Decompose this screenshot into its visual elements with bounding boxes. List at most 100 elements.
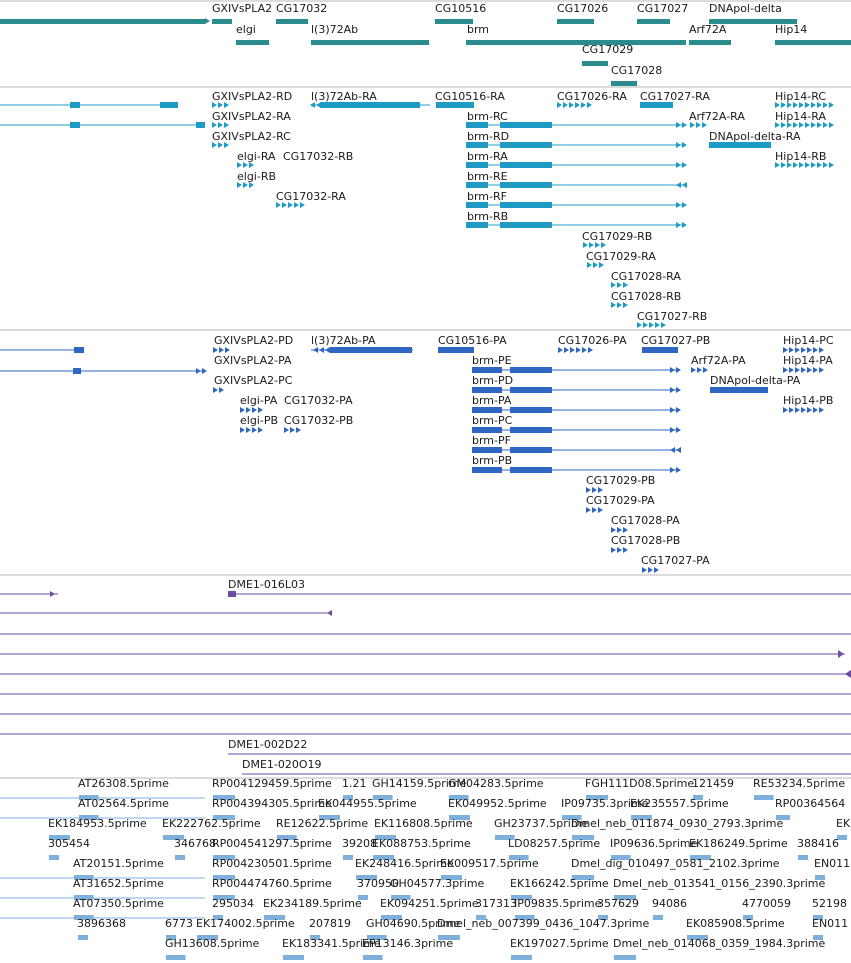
protein-exon[interactable]	[438, 347, 474, 353]
est-block[interactable]	[815, 875, 825, 880]
protein-exon[interactable]	[510, 447, 552, 453]
est-block[interactable]	[356, 875, 377, 880]
feature-label-gxivspla2-rd[interactable]: GXIVsPLA2-RD	[212, 90, 292, 103]
feature-label-rp004394305-5prime[interactable]: RP004394305.5prime	[212, 797, 332, 810]
transcript-exon[interactable]	[500, 162, 552, 168]
feature-label-cg10516[interactable]: CG10516	[435, 2, 486, 15]
feature-label-brm-pe[interactable]: brm-PE	[472, 354, 512, 367]
protein-exon[interactable]	[240, 427, 263, 433]
feature-label-hip14-ra[interactable]: Hip14-RA	[775, 110, 826, 123]
protein-exon[interactable]	[196, 368, 207, 374]
est-block[interactable]	[166, 935, 176, 940]
feature-label-ek094251-5prime[interactable]: EK094251.5prime	[380, 897, 479, 910]
est-block[interactable]	[687, 935, 708, 940]
feature-label-l-3-72ab[interactable]: l(3)72Ab	[311, 23, 358, 36]
feature-label-gh14159-5prime[interactable]: GH14159.5prime	[372, 777, 467, 790]
feature-label-rp004541297-5prime[interactable]: RP004541297.5prime	[212, 837, 332, 850]
feature-label-dmel-neb-011874-0930-2793-3prime[interactable]: Dmel_neb_011874_0930_2793.3prime	[571, 817, 783, 830]
protein-exon[interactable]	[691, 367, 708, 373]
est-block[interactable]	[358, 895, 368, 900]
feature-label-elgi-pa[interactable]: elgi-PA	[240, 394, 278, 407]
gene-bar[interactable]	[637, 19, 670, 24]
feature-label-gxivspla2-pa[interactable]: GXIVsPLA2-PA	[214, 354, 292, 367]
transcript-exon[interactable]	[690, 122, 707, 128]
feature-label-l-3-72ab-ra[interactable]: l(3)72Ab-RA	[311, 90, 377, 103]
feature-label-cg17029[interactable]: CG17029	[582, 43, 633, 56]
est-block[interactable]	[264, 915, 285, 920]
feature-label-cg17026[interactable]: CG17026	[557, 2, 608, 15]
protein-exon[interactable]	[670, 467, 681, 473]
protein-exon[interactable]	[642, 567, 659, 573]
feature-label-ek197027-5prime[interactable]: EK197027.5prime	[510, 937, 609, 950]
est-block[interactable]	[213, 855, 235, 860]
transcript-exon[interactable]	[70, 122, 80, 128]
est-block[interactable]	[813, 935, 823, 940]
feature-label-brm-pb[interactable]: brm-PB	[472, 454, 512, 467]
protein-exon[interactable]	[611, 527, 628, 533]
est-block[interactable]	[213, 795, 235, 800]
protein-exon[interactable]	[783, 367, 824, 373]
feature-label-at31652-5prime[interactable]: AT31652.5prime	[73, 877, 164, 890]
transcript-exon[interactable]	[500, 222, 552, 228]
est-block[interactable]	[449, 795, 469, 800]
protein-exon[interactable]	[510, 427, 552, 433]
protein-exon[interactable]	[240, 407, 263, 413]
feature-label-brm-ra[interactable]: brm-RA	[467, 150, 508, 163]
feature-label-cg17028-rb[interactable]: CG17028-RB	[611, 290, 681, 303]
feature-label-rp004474760-5prime[interactable]: RP004474760.5prime	[212, 877, 332, 890]
feature-label-cg10516-ra[interactable]: CG10516-RA	[435, 90, 505, 103]
transcript-exon[interactable]	[500, 202, 552, 208]
transcript-exon[interactable]	[212, 102, 229, 108]
feature-label-cg17029-pb[interactable]: CG17029-PB	[586, 474, 655, 487]
est-block[interactable]	[363, 955, 383, 960]
protein-exon[interactable]	[642, 347, 678, 353]
protein-exon[interactable]	[284, 427, 301, 433]
feature-label-brm-pf[interactable]: brm-PF	[472, 434, 511, 447]
feature-label-hip14-pa[interactable]: Hip14-PA	[783, 354, 833, 367]
transcript-exon[interactable]	[237, 182, 254, 188]
transcript-exon[interactable]	[160, 102, 178, 108]
feature-label-cg17027-ra[interactable]: CG17027-RA	[640, 90, 710, 103]
protein-exon[interactable]	[670, 407, 681, 413]
est-block[interactable]	[743, 915, 753, 920]
transcript-exon[interactable]	[709, 142, 771, 148]
feature-label-ek174002-5prime[interactable]: EK174002.5prime	[196, 917, 295, 930]
gene-bar[interactable]	[311, 40, 429, 45]
est-block[interactable]	[476, 915, 486, 920]
gene-bar[interactable]	[611, 81, 637, 86]
transcript-exon[interactable]	[587, 262, 604, 268]
feature-label-arf72a-ra[interactable]: Arf72A-RA	[689, 110, 745, 123]
est-block[interactable]	[837, 835, 847, 840]
protein-exon[interactable]	[472, 447, 502, 453]
est-block[interactable]	[614, 955, 636, 960]
est-block[interactable]	[441, 875, 462, 880]
gene-bar[interactable]	[236, 40, 269, 45]
est-block[interactable]	[798, 855, 808, 860]
feature-label-cg17027[interactable]: CG17027	[637, 2, 688, 15]
transcript-exon[interactable]	[466, 182, 488, 188]
transcript-exon[interactable]	[676, 122, 687, 128]
est-block[interactable]	[586, 795, 608, 800]
feature-label-4770059[interactable]: 4770059	[742, 897, 791, 910]
est-block[interactable]	[598, 915, 608, 920]
protein-exon[interactable]	[586, 507, 603, 513]
est-block[interactable]	[511, 895, 532, 900]
est-block[interactable]	[78, 935, 88, 940]
feature-label-brm-pc[interactable]: brm-PC	[472, 414, 513, 427]
feature-label-ek183341-5prime[interactable]: EK183341.5prime	[282, 937, 381, 950]
transcript-exon[interactable]	[611, 282, 628, 288]
est-block[interactable]	[509, 855, 529, 860]
feature-label-cg10516-pa[interactable]: CG10516-PA	[438, 334, 507, 347]
feature-label-346768[interactable]: 346768	[174, 837, 216, 850]
gene-bar[interactable]	[709, 19, 797, 24]
est-block[interactable]	[776, 815, 790, 820]
feature-label-cg17029-rb[interactable]: CG17029-RB	[582, 230, 652, 243]
protein-exon[interactable]	[783, 347, 824, 353]
protein-exon[interactable]	[510, 387, 552, 393]
est-block[interactable]	[277, 835, 297, 840]
feature-label-dme1-002d22[interactable]: DME1-002D22	[228, 738, 307, 751]
protein-exon[interactable]	[74, 347, 84, 353]
est-block[interactable]	[449, 815, 470, 820]
protein-exon[interactable]	[670, 367, 681, 373]
feature-label-ek088753-5prime[interactable]: EK088753.5prime	[372, 837, 471, 850]
